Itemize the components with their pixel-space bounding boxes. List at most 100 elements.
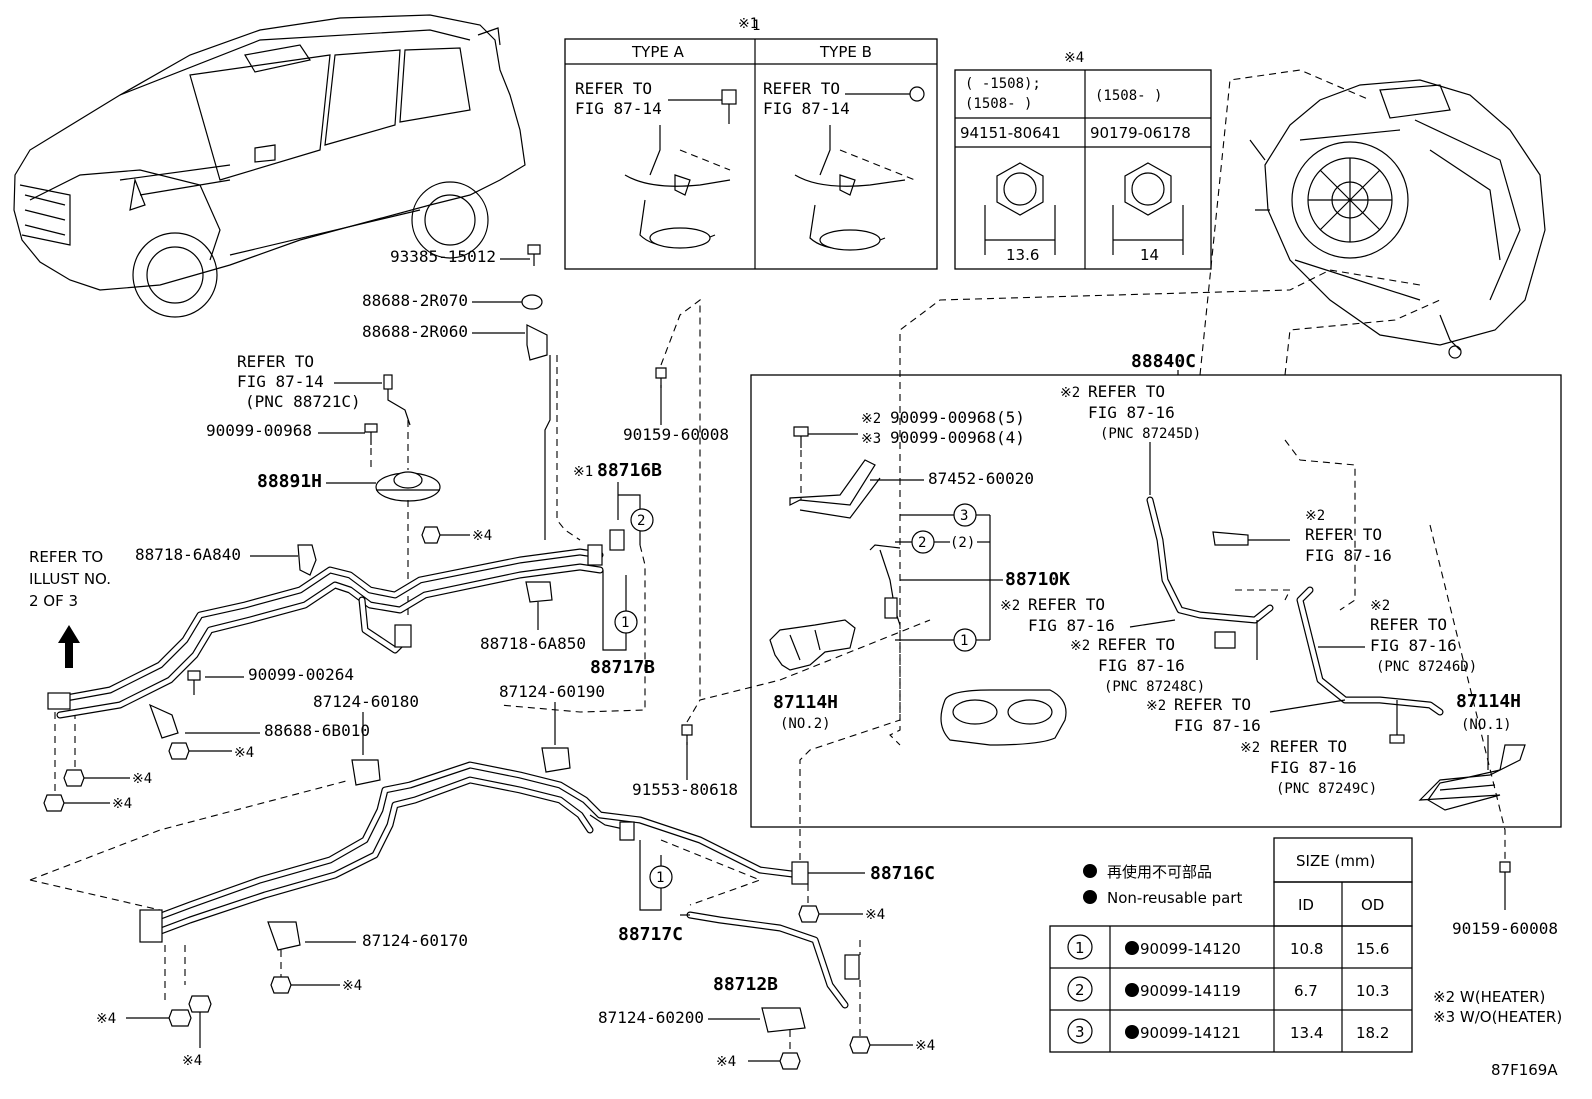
size-row-od: 18.2 [1356,1024,1389,1042]
type-table-mark-num: 1 [752,18,760,34]
size-row-id: 13.4 [1290,1024,1323,1042]
arrow-up-icon [58,625,80,668]
refer-g-1: REFER TO [1174,695,1251,714]
label-88712B: 88712B [713,974,778,995]
size-row-part: 90099-14120 [1140,940,1241,958]
nonreuse-en: Non-reusable part [1107,889,1242,907]
lower-assembly: 88716C 1 88717C 87124-60170 ※4 88712B 87… [29,269,1421,1070]
callout-1-k: 1 [960,633,968,649]
callout-2-k: 2 [918,535,926,551]
star4-label-a: ※4 [472,528,492,544]
label-88891H: 88891H [257,471,322,492]
label-refer-top-2: FIG 87-14 [237,372,324,391]
pnc-87245d: (PNC 87245D) [1100,426,1201,442]
type-b-fig: FIG 87-14 [763,99,850,118]
label-88716C: 88716C [870,863,935,884]
star4-label-e: ※4 [342,978,362,994]
star4-label-g: ※4 [182,1053,202,1069]
nut-part-2: 90179-06178 [1090,124,1191,142]
refer-illust-1: REFER TO [29,548,103,566]
refer-e-2: FIG 87-16 [1098,656,1185,675]
label-88688-2R070: 88688-2R070 [362,291,468,310]
label-87124-60170: 87124-60170 [362,931,468,950]
nut-col1-b: (1508- ) [965,96,1032,112]
label-90099-00264: 90099-00264 [248,665,354,684]
refer-e-1: REFER TO [1098,635,1175,654]
label-90099-00968: 90099-00968 [206,421,312,440]
label-90099-00968-4: 90099-00968(4) [890,428,1025,447]
star2-c: ※2 [1060,385,1080,401]
type-table: ※1 1 TYPE A TYPE B REFER TO FIG 87-14 RE… [564,16,938,270]
bullet-icon [1083,864,1097,878]
star2-g: ※2 [1146,698,1166,714]
bullet-icon [1083,890,1097,904]
paren-2: (2) [950,535,975,551]
label-90099-00968-5: 90099-00968(5) [890,408,1025,427]
label-87452-60020: 87452-60020 [928,469,1034,488]
vehicle-illustration [13,14,526,318]
refer-f-2: FIG 87-16 [1370,636,1457,655]
label-88710K: 88710K [1005,569,1070,590]
size-row-part: 90099-14119 [1140,982,1241,1000]
size-row-no: 2 [1075,981,1085,999]
figure-id: 87F169A [1491,1061,1558,1079]
label-88718-6A850: 88718-6A850 [480,634,586,653]
label-88840C: 88840C [1131,351,1196,372]
star2-b: ※2 [1000,598,1020,614]
star2-d: ※2 [1305,508,1325,524]
size-row-part: 90099-14121 [1140,1024,1241,1042]
label-93385-15012: 93385-15012 [390,247,496,266]
label-88688-6B010: 88688-6B010 [264,721,370,740]
refer-f-1: REFER TO [1370,615,1447,634]
star2-h: ※2 [1240,740,1260,756]
heater-box: 88840C ※2 90099-00968(5) ※3 90099-00968(… [750,69,1562,828]
label-88718-6A840: 88718-6A840 [135,545,241,564]
nut-part-1: 94151-80641 [960,124,1061,142]
star4-label-d: ※4 [112,796,132,812]
star4-label-i: ※4 [915,1038,935,1054]
size-header: SIZE (mm) [1296,852,1375,870]
callout-2-b: 2 [637,513,645,529]
refer-illust-3: 2 OF 3 [29,592,78,610]
refer-c-2: FIG 87-16 [1088,403,1175,422]
star3-a: ※3 [861,431,881,447]
label-88717C: 88717C [618,924,683,945]
size-row-od: 15.6 [1356,940,1389,958]
refer-b-1: REFER TO [1028,595,1105,614]
label-87114H-no1: 87114H [1456,691,1521,712]
label-87124-60180: 87124-60180 [313,692,419,711]
pnc-87249c: (PNC 87249C) [1276,781,1377,797]
refer-d-2: FIG 87-16 [1305,546,1392,565]
star2-f: ※2 [1370,598,1390,614]
callout-1-c: 1 [656,870,664,886]
part-90159-60008-right: 90159-60008 [1429,524,1558,938]
refer-c-1: REFER TO [1088,382,1165,401]
callout-1-b: 1 [621,615,629,631]
size-row-id: 10.8 [1290,940,1323,958]
type-a-fig: FIG 87-14 [575,99,662,118]
size-row-no: 3 [1075,1023,1085,1041]
refer-g-2: FIG 87-16 [1174,716,1261,735]
nut-col1-a: ( -1508); [965,76,1041,92]
label-87114H-no2: 87114H [773,692,838,713]
no2-label: (NO.2) [780,716,831,732]
size-row-id: 6.7 [1294,982,1318,1000]
hvac-unit-illustration [1249,79,1546,359]
id-header: ID [1298,896,1314,914]
size-row: 3 90099-14121 13.4 18.2 [1067,1018,1389,1044]
star4-label-b: ※4 [234,745,254,761]
refer-h-1: REFER TO [1270,737,1347,756]
nut-dim-2: 14 [1140,246,1159,264]
star4-label-j: ※4 [865,907,885,923]
star4-label-f: ※4 [96,1011,116,1027]
left-assembly-labels: 93385-15012 88688-2R070 88688-2R060 REFE… [29,244,931,812]
size-row-no: 1 [1075,939,1085,957]
label-87124-60200: 87124-60200 [598,1008,704,1027]
label-88716B: 88716B [597,460,662,481]
note-no-heater: ※3 W/O(HEATER) [1433,1008,1562,1026]
size-row: 1 90099-14120 10.8 15.6 [1067,934,1389,960]
refer-h-2: FIG 87-16 [1270,758,1357,777]
size-table: 再使用不可部品 Non-reusable part SIZE (mm) ID O… [1049,837,1562,1053]
callout-3-k: 3 [960,508,968,524]
